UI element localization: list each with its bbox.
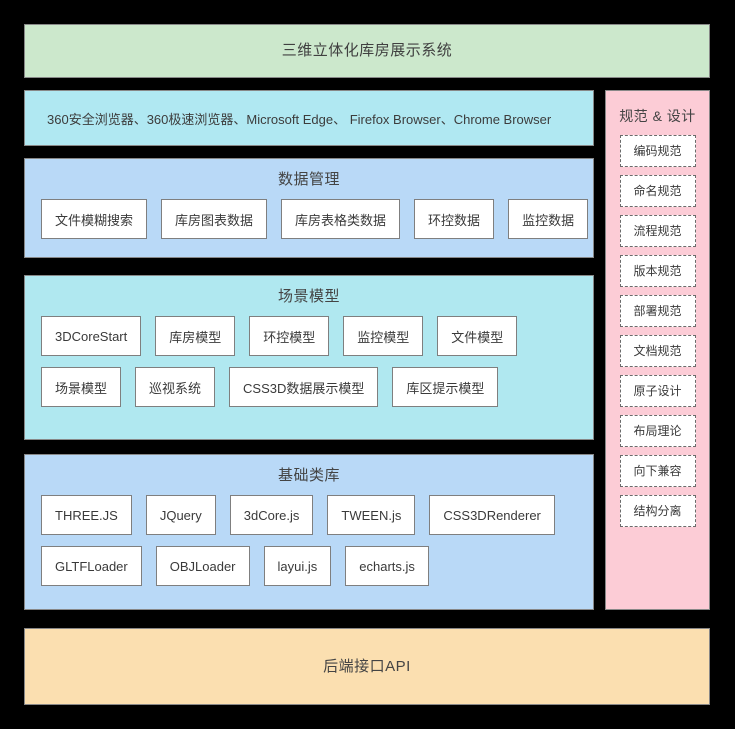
specification-list: 编码规范 命名规范 流程规范 版本规范 部署规范 文档规范 原子设计 布局理论 … (606, 134, 709, 527)
chip-warehouse-table-data[interactable]: 库房表格类数据 (281, 199, 401, 239)
chip-storage-area-tip-model[interactable]: 库区提示模型 (392, 367, 499, 407)
data-management-row: 文件模糊搜索 库房图表数据 库房表格类数据 环控数据 监控数据 (25, 199, 593, 239)
backend-api-band: 后端接口API (24, 628, 710, 705)
chip-warehouse-model[interactable]: 库房模型 (155, 316, 236, 356)
spec-item-backward-compatibility[interactable]: 向下兼容 (619, 454, 696, 487)
specification-design-title: 规范 & 设计 (619, 108, 696, 124)
base-library-row-2: GLTFLoader OBJLoader layui.js echarts.js (25, 546, 593, 586)
chip-file-model[interactable]: 文件模型 (437, 316, 518, 356)
chip-jquery[interactable]: JQuery (145, 495, 216, 535)
chip-gltfloader[interactable]: GLTFLoader (41, 546, 142, 586)
specification-design-band: 规范 & 设计 编码规范 命名规范 流程规范 版本规范 部署规范 文档规范 原子… (605, 90, 710, 610)
spec-item-structure-separation[interactable]: 结构分离 (619, 494, 696, 527)
spec-item-atomic-design[interactable]: 原子设计 (619, 374, 696, 407)
base-library-band: 基础类库 THREE.JS JQuery 3dCore.js TWEEN.js … (24, 454, 594, 610)
spec-item-layout-theory[interactable]: 布局理论 (619, 414, 696, 447)
chip-3dcore-js[interactable]: 3dCore.js (229, 495, 314, 535)
base-library-title: 基础类库 (277, 467, 340, 484)
browser-support-label: 360安全浏览器、360极速浏览器、Microsoft Edge、 Firefo… (47, 111, 552, 127)
scene-model-title: 场景模型 (277, 288, 340, 305)
chip-echarts-js[interactable]: echarts.js (345, 546, 429, 586)
chip-layui-js[interactable]: layui.js (263, 546, 332, 586)
system-title: 三维立体化库房展示系统 (281, 42, 453, 59)
chip-tween-js[interactable]: TWEEN.js (327, 495, 416, 535)
chip-monitoring-model[interactable]: 监控模型 (343, 316, 424, 356)
chip-monitoring-data[interactable]: 监控数据 (508, 199, 589, 239)
spec-item-coding-standard[interactable]: 编码规范 (619, 134, 696, 167)
browser-support-band: 360安全浏览器、360极速浏览器、Microsoft Edge、 Firefo… (24, 90, 594, 146)
spec-item-version-standard[interactable]: 版本规范 (619, 254, 696, 287)
spec-item-naming-standard[interactable]: 命名规范 (619, 174, 696, 207)
chip-scene-model[interactable]: 场景模型 (41, 367, 122, 407)
chip-patrol-system[interactable]: 巡视系统 (135, 367, 216, 407)
spec-item-document-standard[interactable]: 文档规范 (619, 334, 696, 367)
spec-item-process-standard[interactable]: 流程规范 (619, 214, 696, 247)
data-management-title: 数据管理 (277, 171, 340, 188)
chip-environment-control-data[interactable]: 环控数据 (414, 199, 495, 239)
system-title-band: 三维立体化库房展示系统 (24, 24, 710, 78)
chip-3dcorestart[interactable]: 3DCoreStart (41, 316, 142, 356)
chip-three-js[interactable]: THREE.JS (41, 495, 132, 535)
data-management-band: 数据管理 文件模糊搜索 库房图表数据 库房表格类数据 环控数据 监控数据 (24, 158, 594, 258)
chip-css3drenderer[interactable]: CSS3DRenderer (429, 495, 555, 535)
chip-objloader[interactable]: OBJLoader (155, 546, 250, 586)
base-library-row-1: THREE.JS JQuery 3dCore.js TWEEN.js CSS3D… (25, 495, 593, 535)
spec-item-deployment-standard[interactable]: 部署规范 (619, 294, 696, 327)
scene-model-row-1: 3DCoreStart 库房模型 环控模型 监控模型 文件模型 (25, 316, 593, 356)
chip-css3d-data-display-model[interactable]: CSS3D数据展示模型 (229, 367, 379, 407)
scene-model-band: 场景模型 3DCoreStart 库房模型 环控模型 监控模型 文件模型 场景模… (24, 275, 594, 440)
backend-api-label: 后端接口API (323, 657, 411, 675)
scene-model-row-2: 场景模型 巡视系统 CSS3D数据展示模型 库区提示模型 (25, 367, 593, 407)
chip-environment-control-model[interactable]: 环控模型 (249, 316, 330, 356)
chip-warehouse-chart-data[interactable]: 库房图表数据 (161, 199, 268, 239)
chip-file-fuzzy-search[interactable]: 文件模糊搜索 (41, 199, 148, 239)
